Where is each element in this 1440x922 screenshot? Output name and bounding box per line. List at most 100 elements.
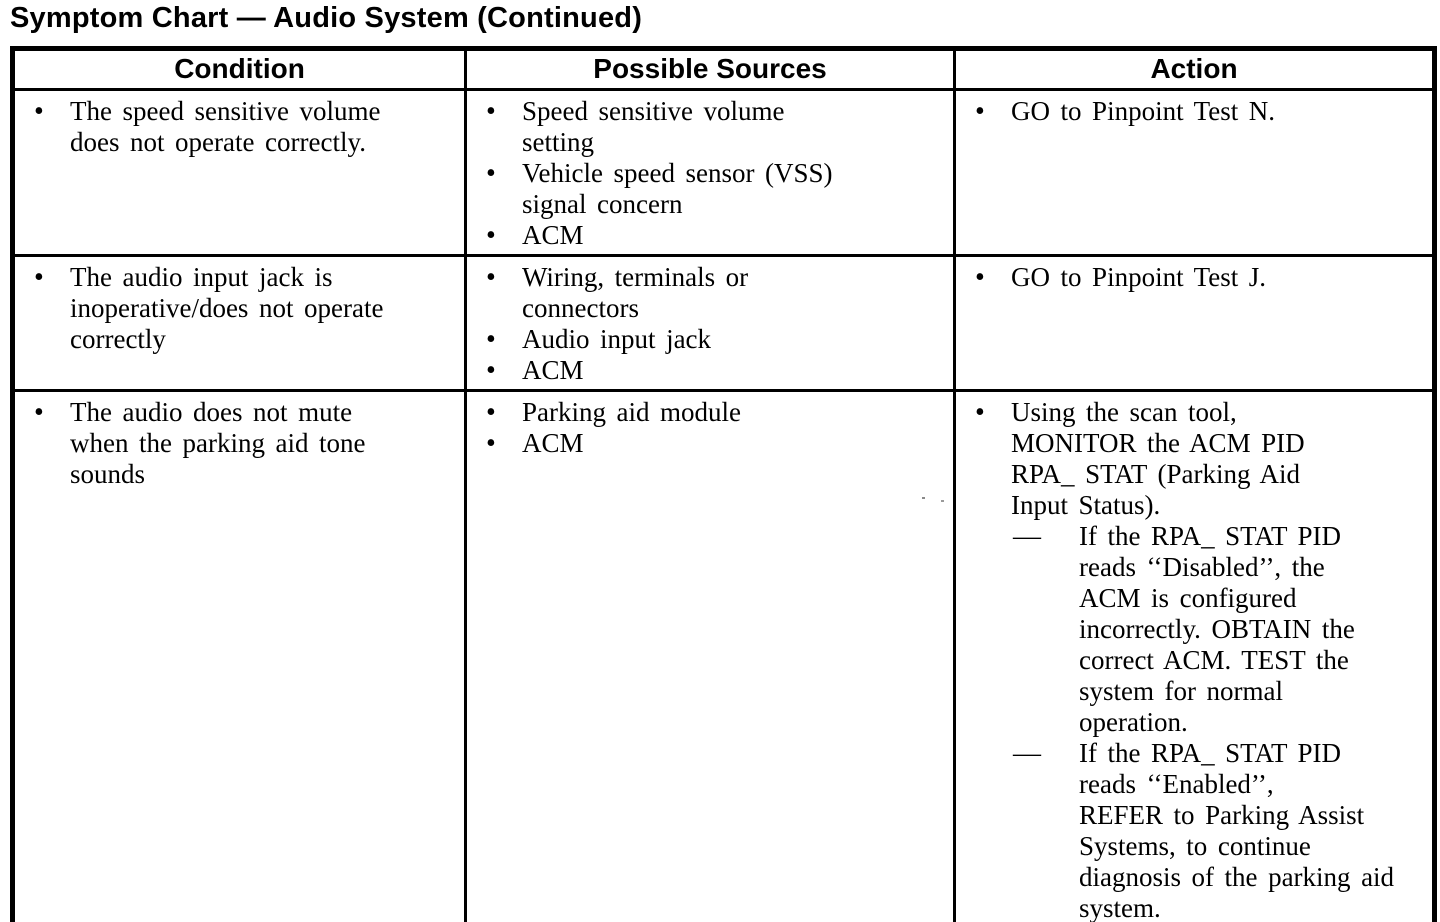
cell-sources: • Parking aid module • ACM (464, 389, 956, 922)
bullet-icon: • (34, 96, 44, 127)
text-line: Input Status). (1011, 490, 1161, 520)
text-line: reads ‘‘Enabled’’, (1079, 769, 1274, 799)
text-line: ACM (522, 220, 584, 250)
bullet-icon: • (975, 262, 985, 293)
text-line: ACM is configured (1079, 583, 1297, 613)
column-header-action: Action (953, 47, 1436, 91)
text-line: RPA_ STAT (Parking Aid (1011, 459, 1300, 489)
bullet-icon: • (486, 355, 496, 386)
text-line: The audio input jack is (70, 262, 333, 292)
bullet-item: • Vehicle speed sensor (VSS)signal concer… (467, 158, 949, 220)
text-line: GO to Pinpoint Test J. (1011, 262, 1267, 292)
bullet-item: • GO to Pinpoint Test N. (956, 96, 1428, 127)
cell-action: • GO to Pinpoint Test J. (953, 254, 1436, 392)
bullet-icon: • (34, 397, 44, 428)
item-text: ACM (522, 220, 949, 251)
item-text: GO to Pinpoint Test J. (1011, 262, 1428, 293)
text-line: sounds (70, 459, 146, 489)
page-title: Symptom Chart — Audio System (Continued) (10, 2, 643, 34)
text-line: Systems, to continue (1079, 831, 1311, 861)
item-text: GO to Pinpoint Test N. (1011, 96, 1428, 127)
item-text: ACM (522, 355, 949, 386)
text-line: inoperative/does not operate (70, 293, 384, 323)
text-line: correct ACM. TEST the (1079, 645, 1349, 675)
item-text: ACM (522, 428, 949, 459)
text-line: system. (1079, 893, 1161, 922)
text-line: Vehicle speed sensor (VSS) (522, 158, 833, 188)
bullet-item: • Using the scan tool,MONITOR the ACM PID… (956, 397, 1428, 521)
text-line: system for normal (1079, 676, 1284, 706)
text-line: reads ‘‘Disabled’’, the (1079, 552, 1325, 582)
text-line: The audio does not mute (70, 397, 353, 427)
text-line: does not operate correctly. (70, 127, 366, 157)
bullet-icon: • (34, 262, 44, 293)
text-line: REFER to Parking Assist (1079, 800, 1365, 830)
text-line: Wiring, terminals or (522, 262, 749, 292)
bullet-item: • GO to Pinpoint Test J. (956, 262, 1428, 293)
bullet-icon: • (486, 220, 496, 251)
text-line: Using the scan tool, (1011, 397, 1237, 427)
item-text: Audio input jack (522, 324, 949, 355)
bullet-icon: • (486, 96, 496, 127)
text-line: If the RPA_ STAT PID (1079, 521, 1341, 551)
text-line: If the RPA_ STAT PID (1079, 738, 1341, 768)
bullet-icon: • (486, 428, 496, 459)
text-line: ACM (522, 428, 584, 458)
bullet-item: • ACM (467, 355, 949, 386)
bullet-icon: • (486, 158, 496, 189)
text-line: MONITOR the ACM PID (1011, 428, 1305, 458)
text-line: The speed sensitive volume (70, 96, 381, 126)
scan-artifact (922, 497, 925, 499)
bullet-icon: • (486, 324, 496, 355)
text-line: operation. (1079, 707, 1188, 737)
text-line: Audio input jack (522, 324, 712, 354)
dash-icon: — (1013, 738, 1041, 769)
symptom-chart-table: Condition Possible Sources Action • The s… (10, 46, 1437, 922)
text-line: Speed sensitive volume (522, 96, 785, 126)
text-line: GO to Pinpoint Test N. (1011, 96, 1275, 126)
text-line: diagnosis of the parking aid (1079, 862, 1395, 892)
bullet-item: • ACM (467, 220, 949, 251)
text-line: when the parking aid tone (70, 428, 366, 458)
bullet-icon: • (975, 96, 985, 127)
bullet-icon: • (486, 262, 496, 293)
table-header-row: Condition Possible Sources Action (11, 47, 1436, 91)
cell-action: • GO to Pinpoint Test N. (953, 88, 1436, 257)
text-line: Parking aid module (522, 397, 742, 427)
column-header-condition: Condition (11, 47, 467, 91)
dash-icon: — (1013, 521, 1041, 552)
bullet-icon: • (975, 397, 985, 428)
column-header-possible-sources: Possible Sources (464, 47, 956, 91)
text-line: signal concern (522, 189, 683, 219)
text-line: connectors (522, 293, 639, 323)
bullet-item: • Parking aid module (467, 397, 949, 428)
cell-action: • Using the scan tool,MONITOR the ACM PID… (953, 389, 1436, 922)
bullet-icon: • (486, 397, 496, 428)
item-text: Vehicle speed sensor (VSS)signal concern (522, 158, 949, 220)
text-line: setting (522, 127, 594, 157)
bullet-item: • Audio input jack (467, 324, 949, 355)
